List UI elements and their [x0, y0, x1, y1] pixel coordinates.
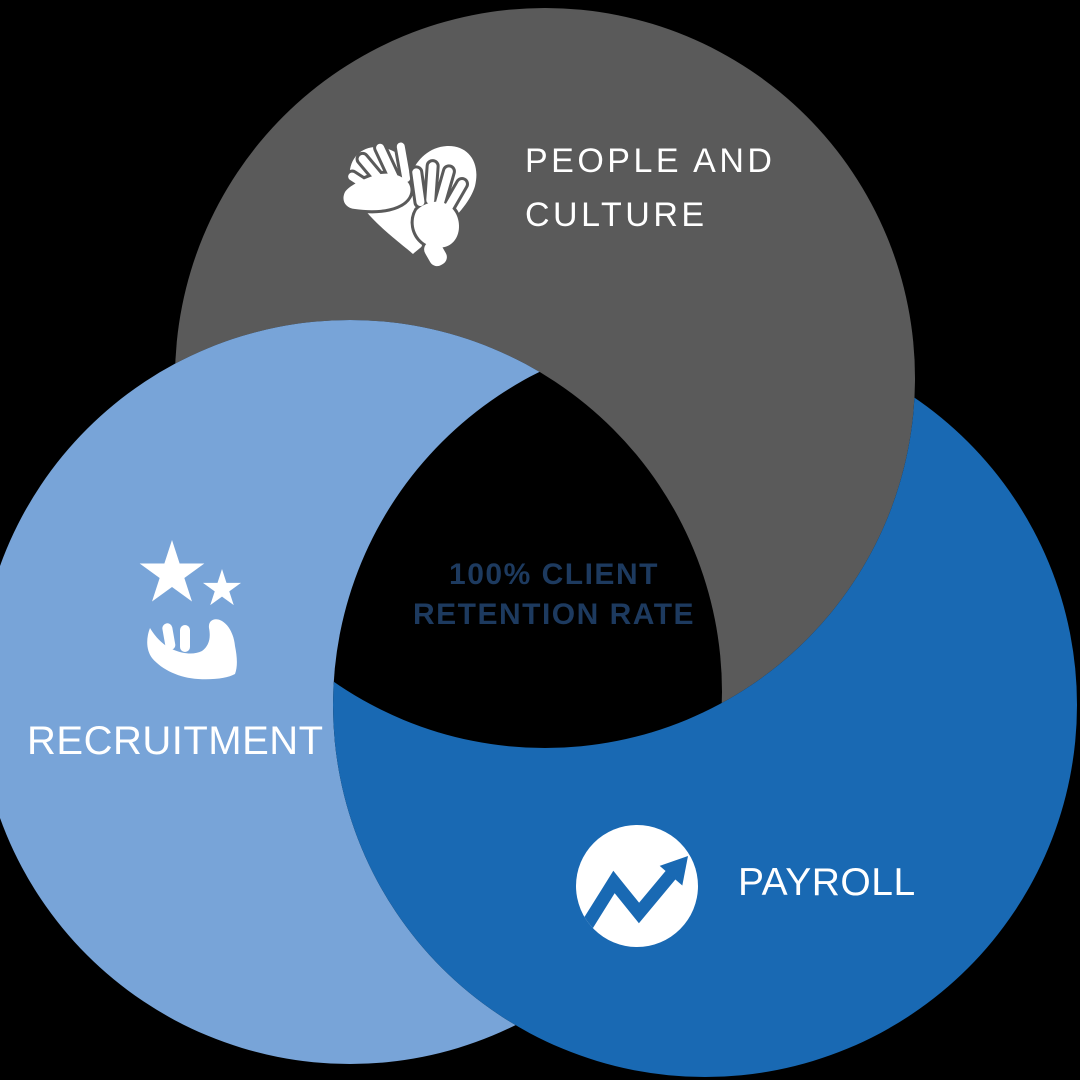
- stars-hand-icon: [139, 540, 242, 680]
- center-statistic-line1: 100% CLIENT: [449, 558, 659, 591]
- growth-chart-icon: [576, 825, 698, 947]
- label-payroll: PAYROLL: [738, 861, 916, 904]
- center-statistic: 100% CLIENT RETENTION RATE: [304, 555, 804, 635]
- label-people-and-culture-line1: PEOPLE AND: [525, 142, 776, 180]
- label-recruitment: RECRUITMENT: [27, 719, 324, 763]
- center-statistic-line2: RETENTION RATE: [412, 598, 696, 631]
- payroll-circle: [333, 333, 1077, 1077]
- label-people-and-culture-line2: CULTURE: [525, 196, 708, 234]
- label-people-and-culture: PEOPLE AND CULTURE: [525, 134, 775, 242]
- hands-heart-icon: [343, 142, 477, 269]
